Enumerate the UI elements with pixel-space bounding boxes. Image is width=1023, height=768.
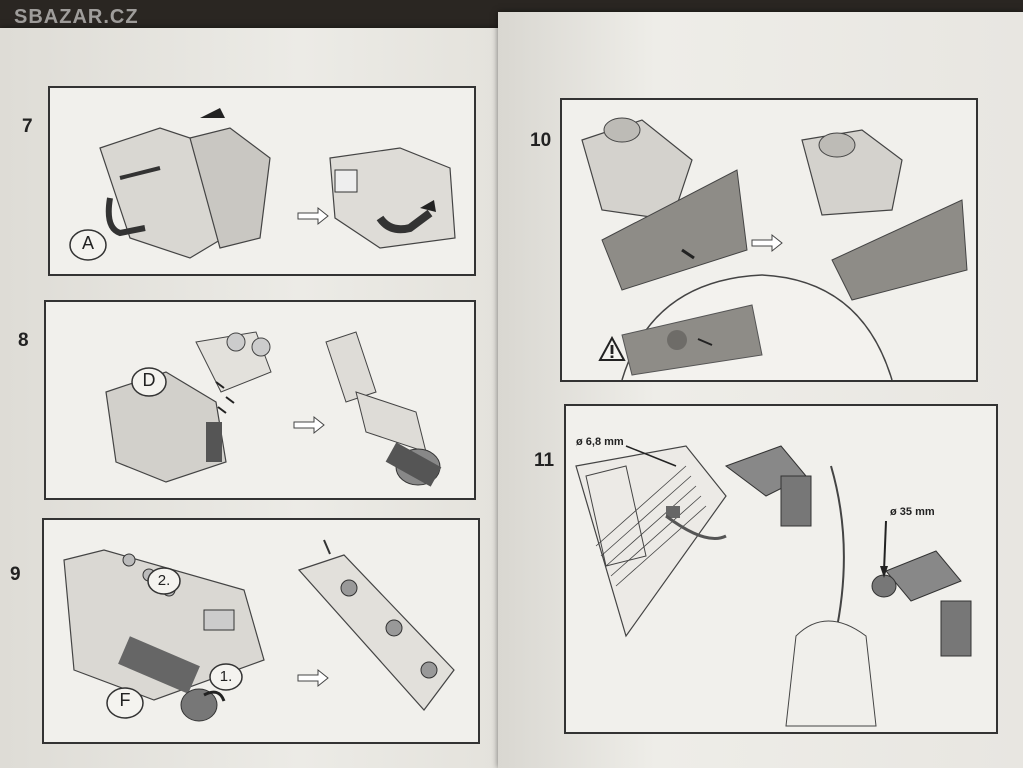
step-number-8: 8 [18, 330, 29, 351]
callout-1 [209, 663, 243, 691]
callout-1-label: 1. [219, 668, 233, 685]
step-8-illustration [44, 300, 476, 500]
watermark: SBAZAR.CZ [14, 6, 139, 28]
step-11-illustration [564, 404, 998, 734]
step-number-7: 7 [22, 116, 33, 137]
step-number-9: 9 [10, 564, 21, 585]
callout-2 [147, 567, 181, 595]
next-step-arrow-icon [751, 233, 783, 253]
right-page: 10 11 [498, 12, 1023, 768]
step-number-10: 10 [530, 130, 552, 151]
dimension-label-6-8mm: ø 6,8 mm [576, 436, 624, 448]
step-7-illustration [48, 86, 476, 276]
warning-triangle-icon [598, 336, 626, 361]
callout-D-label: D [142, 370, 156, 390]
callout-A [69, 229, 107, 261]
next-step-arrow-icon [297, 668, 329, 688]
next-step-arrow-icon [293, 415, 325, 435]
step-10-illustration [560, 98, 978, 382]
step-number-11: 11 [534, 450, 555, 471]
left-page: 7 A 8 [0, 28, 500, 768]
callout-F-label: F [119, 690, 131, 710]
callout-2-label: 2. [157, 572, 171, 589]
dimension-label-35mm: ø 35 mm [890, 506, 935, 518]
callout-A-label: A [81, 233, 94, 253]
callout-D [131, 367, 167, 397]
callout-F [106, 687, 144, 719]
next-step-arrow-icon [297, 206, 329, 226]
